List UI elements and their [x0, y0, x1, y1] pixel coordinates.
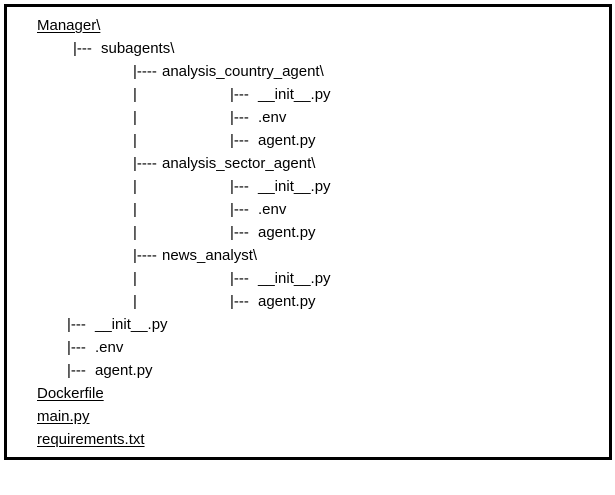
tree-branch: |--- [230, 178, 249, 195]
tree-item-label: __init__.py [258, 86, 331, 103]
tree-item-label: agent.py [258, 293, 316, 310]
tree-item-analysis-country-agent: |---- analysis_country_agent\ [7, 61, 609, 83]
tree-item-init-file: | |--- __init__.py [7, 176, 609, 198]
tree-guide: | [133, 201, 137, 218]
tree-branch: |--- [230, 293, 249, 310]
tree-guide: | [133, 293, 137, 310]
tree-branch: |--- [230, 224, 249, 241]
tree-guide: | [133, 270, 137, 287]
tree-item-init-file: | |--- __init__.py [7, 84, 609, 106]
tree-guide: | [133, 109, 137, 126]
tree-guide: | [133, 132, 137, 149]
document-frame: Manager\ |--- subagents\ |---- analysis_… [4, 4, 612, 460]
tree-item-label: agent.py [95, 362, 153, 379]
tree-branch: |--- [230, 270, 249, 287]
tree-root-label: Manager\ [37, 17, 101, 34]
tree-item-label: agent.py [258, 132, 316, 149]
tree-branch: |---- [133, 155, 157, 172]
tree-root-requirements: requirements.txt [7, 429, 609, 451]
tree-branch: |--- [67, 362, 86, 379]
tree-item-label: analysis_sector_agent\ [162, 155, 316, 172]
tree-root-dockerfile: Dockerfile [7, 383, 609, 405]
tree-item-agent-file: | |--- agent.py [7, 291, 609, 313]
tree-branch: |--- [67, 339, 86, 356]
tree-item-label: .env [258, 201, 287, 218]
tree-item-label: subagents\ [101, 40, 175, 57]
tree-item-label: .env [95, 339, 124, 356]
tree-root-label: requirements.txt [37, 431, 145, 448]
tree-item-init-file: |--- __init__.py [7, 314, 609, 336]
tree-item-label: __init__.py [95, 316, 168, 333]
tree-branch: |---- [133, 247, 157, 264]
tree-branch: |--- [230, 201, 249, 218]
tree-item-env-file: | |--- .env [7, 199, 609, 221]
tree-item-env-file: |--- .env [7, 337, 609, 359]
tree-item-label: .env [258, 109, 287, 126]
tree-branch: |--- [73, 40, 92, 57]
tree-branch: |---- [133, 63, 157, 80]
tree-item-analysis-sector-agent: |---- analysis_sector_agent\ [7, 153, 609, 175]
tree-item-env-file: | |--- .env [7, 107, 609, 129]
file-tree: Manager\ |--- subagents\ |---- analysis_… [7, 7, 609, 457]
tree-guide: | [133, 224, 137, 241]
tree-root-main-py: main.py [7, 406, 609, 428]
tree-item-agent-file: | |--- agent.py [7, 130, 609, 152]
tree-item-label: analysis_country_agent\ [162, 63, 324, 80]
tree-branch: |--- [230, 86, 249, 103]
tree-root-label: Dockerfile [37, 385, 104, 402]
tree-root-label: main.py [37, 408, 90, 425]
tree-item-agent-file: | |--- agent.py [7, 222, 609, 244]
tree-root-manager: Manager\ [7, 15, 609, 37]
tree-item-label: news_analyst\ [162, 247, 258, 264]
tree-branch: |--- [230, 109, 249, 126]
tree-guide: | [133, 86, 137, 103]
tree-item-label: __init__.py [258, 270, 331, 287]
tree-item-subagents: |--- subagents\ [7, 38, 609, 60]
tree-item-label: __init__.py [258, 178, 331, 195]
tree-item-news-analyst: |---- news_analyst\ [7, 245, 609, 267]
tree-item-label: agent.py [258, 224, 316, 241]
tree-guide: | [133, 178, 137, 195]
tree-branch: |--- [230, 132, 249, 149]
tree-branch: |--- [67, 316, 86, 333]
tree-item-init-file: | |--- __init__.py [7, 268, 609, 290]
tree-item-agent-file: |--- agent.py [7, 360, 609, 382]
